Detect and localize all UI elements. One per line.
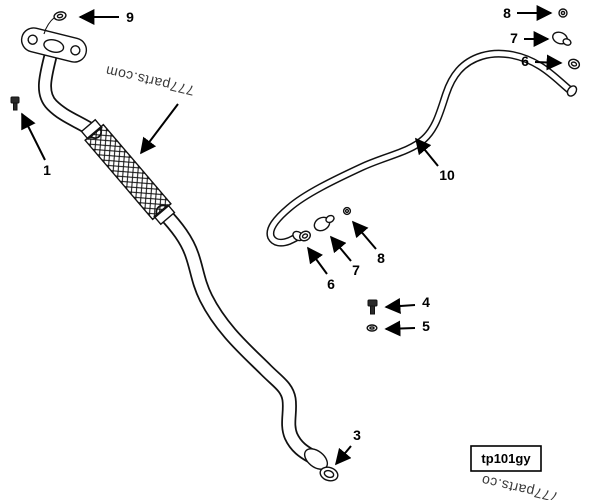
fitting-7-upper (552, 31, 572, 46)
watermark-corner: 777parts.co (480, 472, 560, 500)
callout-arrow-6-top (534, 54, 563, 71)
drain-tube-upper (38, 51, 102, 139)
callout-label-7-top: 7 (510, 30, 518, 46)
callout-arrow-1 (21, 112, 46, 161)
callout-label-7-mid: 7 (352, 262, 360, 278)
connector-8-lower (342, 206, 352, 216)
bolt-4 (367, 299, 378, 315)
callout-arrow-8-mid (351, 220, 377, 250)
callout-label-4: 4 (422, 294, 430, 310)
callout-arrow-7-mid (329, 235, 352, 262)
connector-8-upper (558, 8, 568, 18)
drain-tube-assembly (10, 11, 339, 482)
callout-label-8-top: 8 (503, 5, 511, 21)
callout-label-1: 1 (43, 162, 51, 178)
plug-1 (10, 96, 20, 111)
figure-code-box: tp101gy (470, 445, 542, 472)
braided-sleeve (80, 118, 176, 226)
callout-arrow-4 (384, 298, 416, 314)
callout-label-6-top: 6 (521, 53, 529, 69)
fitting-7-lower (313, 214, 335, 232)
callout-label-9: 9 (126, 9, 134, 25)
callout-arrow-braid (140, 103, 179, 155)
figure-code: tp101gy (481, 451, 531, 466)
callout-label-6-mid: 6 (327, 276, 335, 292)
drain-tube-lower (155, 204, 319, 464)
watermark: 777parts.com (104, 63, 196, 99)
callout-label-10: 10 (439, 167, 455, 183)
o-ring-6-lower (299, 230, 311, 242)
drain-tube-flange (20, 27, 88, 63)
callout-label-5: 5 (422, 318, 430, 334)
washer-5 (366, 324, 378, 332)
callout-label-8-mid: 8 (377, 250, 385, 266)
clip-9 (53, 11, 67, 21)
o-ring-3 (319, 466, 339, 482)
supply-tube-assembly (266, 8, 581, 247)
callout-labels: 9 1 10 8 7 6 6 7 8 4 5 3 (43, 5, 529, 443)
callout-arrow-3 (334, 445, 352, 466)
callout-arrows (21, 5, 563, 466)
o-ring-6-upper (567, 58, 581, 70)
callout-label-3: 3 (353, 427, 361, 443)
callout-arrow-10 (414, 137, 439, 167)
callout-arrow-5 (384, 320, 416, 337)
callout-arrow-6-mid (307, 246, 328, 275)
